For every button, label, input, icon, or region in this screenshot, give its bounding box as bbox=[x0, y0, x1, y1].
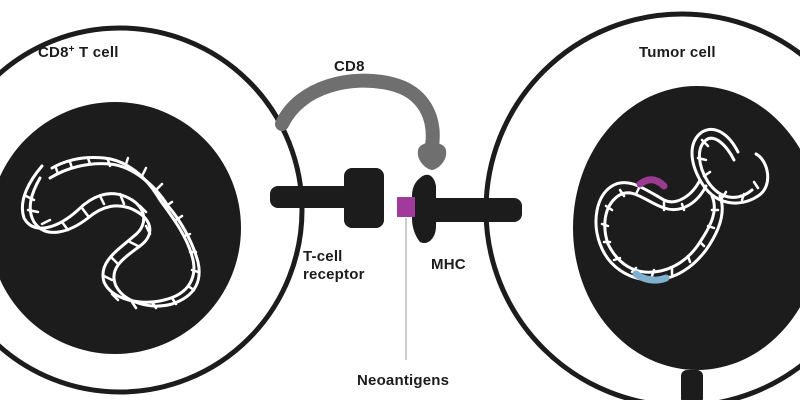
tumor-surface-receptor bbox=[681, 370, 703, 400]
mutation-segment-magenta bbox=[636, 176, 668, 190]
tumor-dna-rungs bbox=[600, 138, 760, 278]
cd8-t-cell bbox=[0, 25, 305, 395]
tcr-head bbox=[344, 168, 384, 228]
mhc-head bbox=[412, 174, 436, 244]
t-cell-receptor bbox=[270, 168, 384, 228]
tumor-cell bbox=[483, 11, 800, 400]
mutation-segment-blue bbox=[632, 270, 670, 284]
cd8-head bbox=[417, 142, 447, 170]
cd8-t-cell-label: CD8+ T cell bbox=[38, 44, 119, 62]
tumor-cell-nucleus bbox=[573, 86, 800, 370]
t-cell-dna bbox=[21, 156, 201, 310]
t-cell-receptor-line2: receptor bbox=[303, 266, 365, 283]
cd8-t-cell-sup: + bbox=[68, 44, 75, 55]
neoantigen-square bbox=[397, 197, 415, 217]
t-cell-receptor-line1: T-cell bbox=[303, 248, 343, 265]
dna-rungs bbox=[24, 156, 200, 310]
cd8-t-cell-suffix: T cell bbox=[74, 44, 119, 61]
dna-strand-b bbox=[28, 162, 201, 308]
cd8-coreceptor bbox=[275, 73, 447, 170]
mhc-stalk bbox=[418, 198, 522, 222]
mhc-label: MHC bbox=[431, 256, 466, 273]
tumor-cell-label: Tumor cell bbox=[639, 44, 716, 61]
mhc-molecule bbox=[412, 174, 522, 244]
neoantigens-label: Neoantigens bbox=[357, 372, 450, 389]
tumor-dna bbox=[594, 128, 770, 284]
cd8-arc bbox=[275, 73, 440, 153]
cd8-label: CD8 bbox=[334, 58, 365, 75]
t-cell-receptor-label: T-cell receptor bbox=[303, 248, 365, 284]
cd8-t-cell-prefix: CD8 bbox=[38, 44, 69, 61]
tumor-dna-strand-a bbox=[594, 128, 770, 282]
